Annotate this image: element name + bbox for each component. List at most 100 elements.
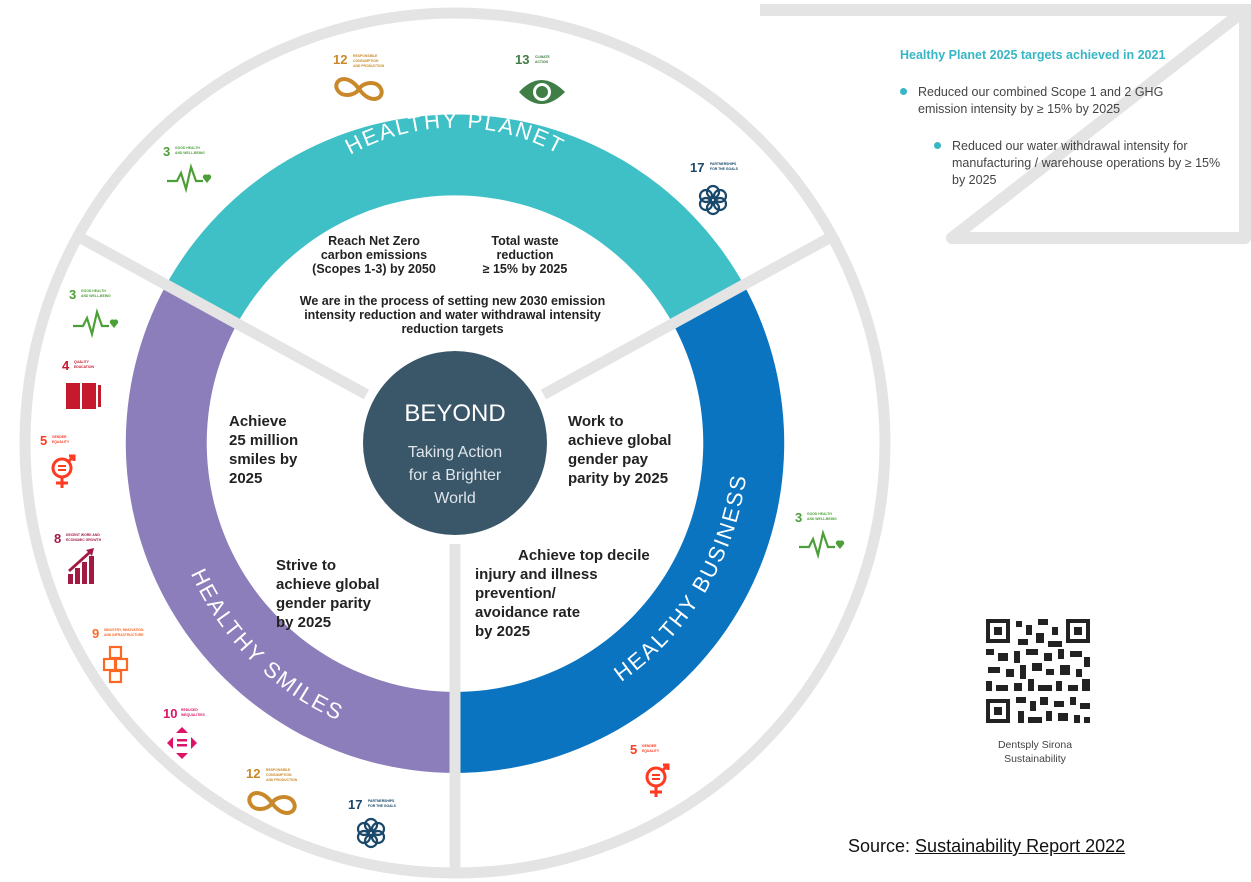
svg-text:EQUALITY: EQUALITY — [52, 440, 70, 444]
svg-text:4: 4 — [62, 358, 70, 373]
svg-text:12: 12 — [246, 766, 260, 781]
center-subtitle-1: Taking Action — [408, 444, 502, 461]
svg-text:PARTNERSHIPS: PARTNERSHIPS — [710, 162, 737, 166]
goal-line: reduction targets — [401, 322, 504, 336]
goal-line: avoidance rate — [475, 604, 581, 621]
source-prefix: Source: — [848, 836, 916, 856]
goal-line: smiles by — [229, 451, 298, 468]
sdg-5-icon: 5 GENDER EQUALITY — [40, 433, 76, 488]
sdg-17-icon: 17 PARTNERSHIPS FOR THE GOALS — [690, 160, 739, 216]
svg-text:GENDER: GENDER — [52, 435, 67, 439]
svg-text:3: 3 — [163, 144, 170, 159]
qr-code[interactable] — [984, 617, 1092, 725]
sdg-13-icon: 13 CLIMATE ACTION — [515, 52, 565, 104]
svg-text:INDUSTRY, INNOVATION: INDUSTRY, INNOVATION — [104, 628, 144, 632]
goal-line: injury and illness — [475, 566, 598, 583]
svg-text:CONSUMPTION: CONSUMPTION — [266, 773, 292, 777]
heartbeat-icon — [167, 163, 203, 194]
goal-line: Work to — [568, 413, 624, 430]
svg-text:GOOD HEALTH: GOOD HEALTH — [81, 289, 106, 293]
svg-text:AND WELL-BEING: AND WELL-BEING — [81, 294, 111, 298]
svg-text:EDUCATION: EDUCATION — [74, 365, 94, 369]
bullet-dot-icon — [934, 142, 941, 149]
goal-line: by 2025 — [475, 623, 531, 640]
healthy-smiles-segment — [125, 285, 455, 773]
svg-text:AND PRODUCTION: AND PRODUCTION — [266, 778, 298, 782]
healthy-business-segment — [455, 285, 785, 773]
svg-text:CONSUMPTION: CONSUMPTION — [353, 59, 379, 63]
svg-text:GENDER: GENDER — [642, 744, 657, 748]
cubes-icon — [102, 645, 129, 684]
svg-text:GOOD HEALTH: GOOD HEALTH — [807, 512, 832, 516]
goal-line: 2025 — [229, 470, 263, 487]
svg-text:EQUALITY: EQUALITY — [642, 749, 660, 753]
business-goal-injury-prevention: Achieve top decile injury and illness pr… — [475, 546, 650, 641]
svg-text:AND WELL-BEING: AND WELL-BEING — [807, 517, 837, 521]
qr-caption-line: Dentsply Sirona — [997, 739, 1073, 751]
goal-line: Achieve — [229, 413, 287, 430]
planet-goal-net-zero: Reach Net Zero carbon emissions (Scopes … — [309, 234, 439, 276]
svg-text:12: 12 — [333, 52, 347, 67]
sdg-12-icon: 12 RESPONSIBLE CONSUMPTION AND PRODUCTIO… — [246, 766, 298, 815]
growth-chart-icon — [68, 548, 94, 584]
goal-line: intensity reduction and water withdrawal… — [304, 308, 601, 322]
qr-caption-line: Sustainability — [1004, 753, 1066, 765]
goal-line: Reach Net Zero — [328, 234, 420, 248]
svg-text:17: 17 — [348, 797, 362, 812]
sdg-3-icon: 3 GOOD HEALTH AND WELL-BEING — [69, 287, 119, 339]
svg-text:9: 9 — [92, 626, 99, 641]
goal-line: 25 million — [229, 432, 299, 449]
planet-goal-2030-targets: We are in the process of setting new 203… — [270, 294, 635, 336]
sdg-8-icon: 8 DECENT WORK AND ECONOMIC GROWTH — [54, 531, 102, 584]
svg-text:5: 5 — [40, 433, 47, 448]
goal-line: carbon emissions — [320, 248, 428, 262]
sdg-10-icon: 10 REDUCED INEQUALITIES — [163, 706, 205, 759]
sdg-5-icon: 5 GENDER EQUALITY — [630, 742, 670, 797]
book-icon — [66, 383, 96, 409]
sdg-3-icon: 3 GOOD HEALTH AND WELL-BEING — [795, 510, 845, 560]
targets-panel-item-text: Reduced our combined Scope 1 and 2 GHG e… — [918, 85, 1164, 116]
equality-arrows-icon — [167, 727, 197, 759]
svg-text:FOR THE GOALS: FOR THE GOALS — [368, 804, 397, 808]
svg-text:FOR THE GOALS: FOR THE GOALS — [710, 167, 739, 171]
heartbeat-icon — [73, 308, 109, 339]
targets-panel-item: Reduced our water withdrawal intensity f… — [934, 138, 1227, 189]
svg-text:CLIMATE: CLIMATE — [535, 55, 551, 59]
svg-text:AND PRODUCTION: AND PRODUCTION — [353, 64, 385, 68]
svg-text:17: 17 — [690, 160, 704, 175]
flower-rings-icon — [698, 184, 728, 216]
svg-text:8: 8 — [54, 531, 61, 546]
sdg-17-icon: 17 PARTNERSHIPS FOR THE GOALS — [348, 797, 397, 849]
goal-line: achieve global — [568, 432, 672, 449]
flower-rings-icon — [356, 817, 386, 849]
svg-text:10: 10 — [163, 706, 177, 721]
svg-text:3: 3 — [69, 287, 76, 302]
svg-text:RESPONSIBLE: RESPONSIBLE — [353, 54, 378, 58]
gender-icon — [51, 454, 76, 488]
goal-line: (Scopes 1-3) by 2050 — [312, 262, 436, 276]
goal-line: Strive to — [276, 557, 337, 574]
svg-text:RESPONSIBLE: RESPONSIBLE — [266, 768, 291, 772]
svg-text:AND INFRASTRUCTURE: AND INFRASTRUCTURE — [104, 633, 144, 637]
source-link[interactable]: Sustainability Report 2022 — [915, 836, 1126, 856]
business-goal-pay-parity: Work to achieve global gender pay parity… — [568, 412, 671, 488]
svg-text:GOOD HEALTH: GOOD HEALTH — [175, 146, 200, 150]
goal-line: ≥ 15% by 2025 — [482, 262, 568, 276]
goal-line: parity by 2025 — [568, 470, 669, 487]
sdg-12-icon: 12 RESPONSIBLE CONSUMPTION AND PRODUCTIO… — [333, 52, 385, 101]
goal-line: gender pay — [568, 451, 649, 468]
gender-icon — [645, 763, 670, 797]
svg-text:INEQUALITIES: INEQUALITIES — [181, 713, 205, 717]
goal-line: We are in the process of setting new 203… — [299, 294, 606, 308]
infinity-icon — [247, 791, 297, 815]
goal-line: Total waste — [491, 234, 559, 248]
targets-panel-title: Healthy Planet 2025 targets achieved in … — [900, 48, 1166, 62]
targets-panel-item-text: Reduced our water withdrawal intensity f… — [952, 139, 1221, 187]
goal-line: achieve global — [276, 576, 380, 593]
goal-line: prevention/ — [475, 585, 556, 602]
smiles-goal-gender-parity: Strive to achieve global gender parity b… — [276, 556, 379, 632]
goal-line: reduction — [496, 248, 554, 262]
source-line: Source: Sustainability Report 2022 — [848, 836, 1125, 857]
svg-text:AND WELL-BEING: AND WELL-BEING — [175, 151, 205, 155]
